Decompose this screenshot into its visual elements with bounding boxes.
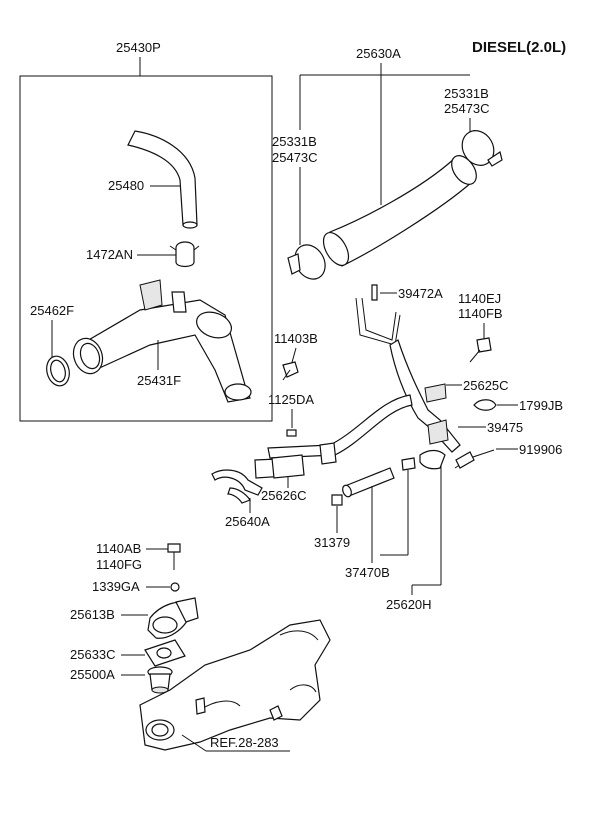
callout-31379[interactable]: 31379	[314, 535, 350, 550]
hose-25480[interactable]: 25480	[108, 130, 198, 229]
bracket-39475[interactable]: 39475	[458, 420, 523, 435]
callout-37470B[interactable]: 37470B	[345, 565, 390, 580]
callout-25633C[interactable]: 25633C	[70, 647, 116, 662]
callout-25620H[interactable]: 25620H	[386, 597, 432, 612]
group-frame	[19, 75, 273, 422]
pipe-assembly-25620H[interactable]: 25620H	[254, 297, 461, 612]
clip-1799JB[interactable]: 1799JB	[473, 398, 563, 413]
clamp-top-25331B[interactable]: 25331B 25473C	[444, 86, 503, 171]
callout-1799JB[interactable]: 1799JB	[519, 398, 563, 413]
sensor-919906[interactable]: 919906	[454, 442, 562, 469]
pipe-25431F[interactable]: 25431F	[69, 279, 252, 403]
hose-37470B[interactable]: 37470B	[341, 457, 416, 580]
callout-1125DA[interactable]: 1125DA	[268, 392, 314, 407]
gasket-25633C[interactable]: 25633C	[70, 639, 186, 667]
oring-25462F[interactable]: 25462F	[30, 303, 74, 388]
callout-25630A[interactable]: 25630A	[356, 46, 401, 61]
bolt-1125DA[interactable]: 1125DA	[268, 392, 314, 437]
engine-label: DIESEL(2.0L)	[472, 39, 566, 56]
bolt-11403B[interactable]: 11403B	[274, 331, 318, 381]
callout-25480[interactable]: 25480	[108, 178, 144, 193]
callout-1339GA[interactable]: 1339GA	[92, 579, 140, 594]
callout-25462F[interactable]: 25462F	[30, 303, 74, 318]
fitting-25626C[interactable]: 25626C	[261, 454, 307, 503]
pipe-39472A[interactable]: 39472A	[371, 284, 443, 301]
housing-25613B[interactable]: 25613B	[70, 597, 199, 639]
bolt-1140AB[interactable]: 1140AB 1140FG	[96, 541, 181, 572]
callout-39475[interactable]: 39475	[487, 420, 523, 435]
callout-ref[interactable]: REF.28-283	[210, 735, 279, 750]
callout-1140FG[interactable]: 1140FG	[96, 557, 142, 572]
callout-25431F[interactable]: 25431F	[137, 373, 181, 388]
callout-25473C-left[interactable]: 25473C	[272, 150, 318, 165]
hose-25640A[interactable]: 25640A	[211, 469, 270, 529]
callout-11403B[interactable]: 11403B	[274, 331, 318, 346]
callout-1472AN[interactable]: 1472AN	[86, 247, 133, 262]
callout-1140EJ[interactable]: 1140EJ	[458, 291, 501, 306]
clamp-1472AN[interactable]: 1472AN	[86, 241, 200, 268]
callout-25331B-left[interactable]: 25331B	[272, 134, 317, 149]
callout-25473C-top[interactable]: 25473C	[444, 101, 490, 116]
ref-28-283[interactable]: REF.28-283	[181, 734, 290, 752]
callout-919906[interactable]: 919906	[519, 442, 562, 457]
clamp-31379[interactable]: 31379	[314, 494, 350, 550]
clamp-left-25331B[interactable]: 25331B 25473C	[272, 75, 331, 285]
bracket-25625C[interactable]: 25625C	[446, 378, 509, 393]
callout-39472A[interactable]: 39472A	[398, 286, 443, 301]
callout-1140AB[interactable]: 1140AB	[96, 541, 141, 556]
group-25430P: 25430P	[19, 40, 273, 422]
callout-1140FB[interactable]: 1140FB	[458, 306, 503, 321]
hose-25630A[interactable]: 25630A	[300, 46, 481, 270]
callout-25640A[interactable]: 25640A	[225, 514, 270, 529]
thermostat-25500A[interactable]: 25500A	[70, 666, 173, 694]
callout-25626C[interactable]: 25626C	[261, 488, 307, 503]
washer-1339GA[interactable]: 1339GA	[92, 579, 180, 594]
callout-25625C[interactable]: 25625C	[463, 378, 509, 393]
callout-25430P[interactable]: 25430P	[116, 40, 161, 55]
bolt-1140EJ[interactable]: 1140EJ 1140FB	[458, 291, 503, 363]
callout-25331B-top[interactable]: 25331B	[444, 86, 489, 101]
callout-25613B[interactable]: 25613B	[70, 607, 115, 622]
callout-25500A[interactable]: 25500A	[70, 667, 115, 682]
cylinder-head-ref	[139, 619, 331, 751]
